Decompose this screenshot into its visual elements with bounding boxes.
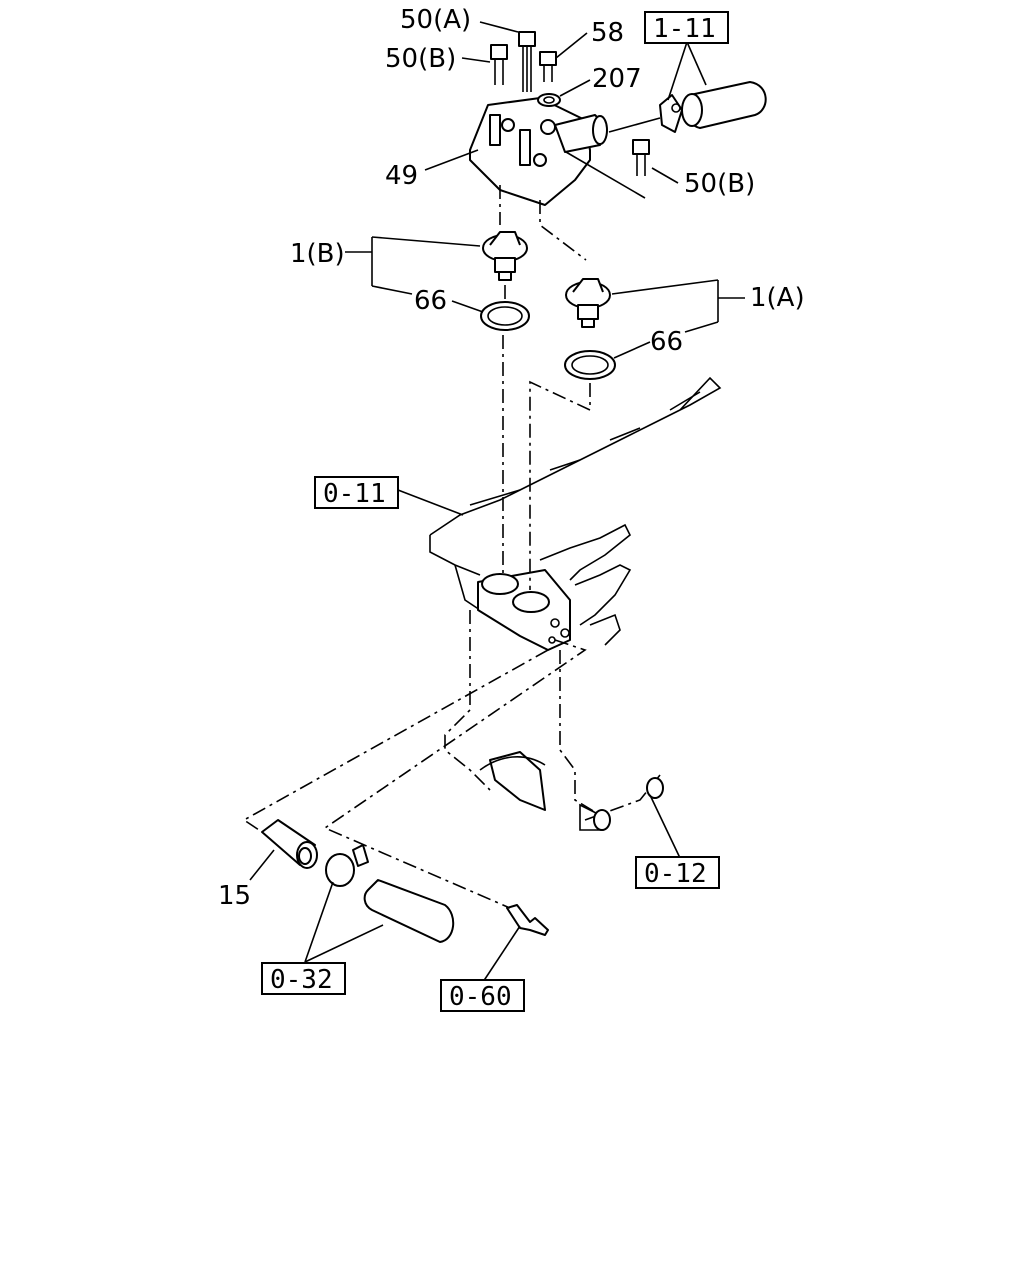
lower-hose	[325, 844, 455, 943]
thermostat-housing	[469, 97, 608, 206]
pipe-15	[261, 819, 318, 869]
label-50b-right: 50(B)	[684, 169, 755, 199]
bolt-58	[539, 51, 557, 82]
label-66-right: 66	[650, 327, 683, 357]
bolt-50a	[518, 31, 536, 92]
bolt-50b-top	[490, 44, 508, 85]
label-1b: 1(B)	[290, 239, 345, 269]
label-49: 49	[385, 161, 418, 191]
svg-text:1-11: 1-11	[653, 14, 716, 44]
alignment-lines	[242, 185, 591, 909]
gasket-66-right	[564, 350, 616, 380]
svg-text:0-11: 0-11	[323, 479, 386, 509]
label-15: 15	[218, 881, 251, 911]
ref-box-0-32: 0-32	[261, 962, 346, 995]
ref-box-0-60: 0-60	[440, 979, 525, 1012]
label-50b-top: 50(B)	[385, 44, 456, 74]
ref-box-0-11: 0-11	[314, 476, 399, 509]
svg-text:0-12: 0-12	[644, 859, 707, 889]
label-1a: 1(A)	[750, 283, 805, 313]
thermostat-1b	[482, 231, 528, 281]
svg-text:0-60: 0-60	[449, 982, 512, 1012]
leader-lines	[249, 21, 745, 983]
svg-text:0-32: 0-32	[270, 965, 333, 995]
label-50a: 50(A)	[400, 5, 471, 35]
label-66-left: 66	[414, 286, 447, 316]
cylinder-head-block	[429, 376, 722, 831]
ref-box-1-11: 1-11	[644, 11, 729, 44]
label-207: 207	[592, 64, 642, 94]
thermostat-1a	[565, 278, 611, 328]
bolt-50b-right	[632, 139, 650, 176]
upper-hose	[659, 81, 767, 133]
ref-box-0-12: 0-12	[635, 856, 720, 889]
label-58: 58	[591, 18, 624, 48]
gasket-66-left	[480, 301, 530, 331]
washer-207	[537, 93, 561, 107]
sensor-0-60	[506, 904, 549, 936]
